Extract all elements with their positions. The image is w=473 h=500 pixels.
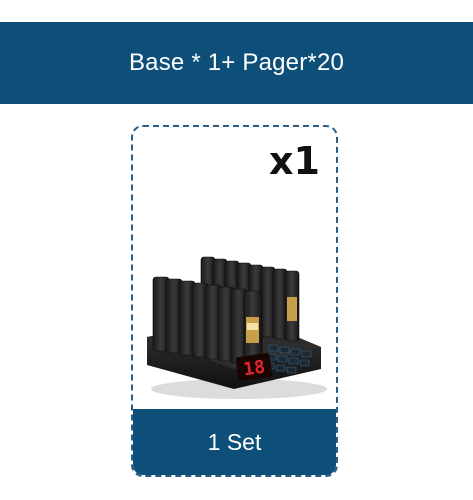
card-footer: 1 Set bbox=[133, 409, 336, 475]
set-label: 1 Set bbox=[207, 428, 262, 455]
header-bar: Base * 1+ Pager*20 bbox=[0, 22, 473, 104]
product-option-card[interactable]: x1 bbox=[131, 125, 338, 477]
header-title: Base * 1+ Pager*20 bbox=[128, 49, 345, 76]
quantity-label: x1 bbox=[269, 139, 320, 183]
svg-text:18: 18 bbox=[242, 357, 266, 381]
pager-system-image: 18 bbox=[147, 256, 327, 399]
